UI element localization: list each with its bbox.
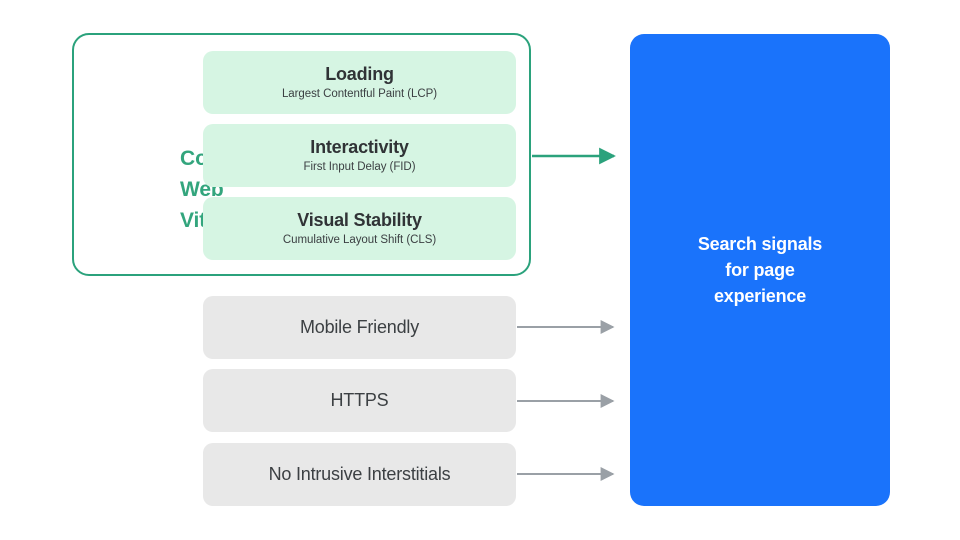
search-signals-panel-label: Search signals for page experience xyxy=(697,234,823,306)
signal-box-no-intrusive-interstitials[interactable]: No Intrusive Interstitials xyxy=(203,443,516,506)
signal-box-mobile-friendly[interactable]: Mobile Friendly xyxy=(203,296,516,359)
vital-card-loading[interactable]: Loading Largest Contentful Paint (LCP) xyxy=(203,51,516,114)
search-signals-panel[interactable]: Search signals for page experience xyxy=(630,34,890,506)
vital-card-title: Loading xyxy=(325,64,394,84)
vital-card-interactivity[interactable]: Interactivity First Input Delay (FID) xyxy=(203,124,516,187)
signal-box-label: Mobile Friendly xyxy=(299,317,420,337)
signal-box-label: No Intrusive Interstitials xyxy=(268,464,451,484)
vital-card-title: Visual Stability xyxy=(297,210,422,230)
signal-box-label: HTTPS xyxy=(330,390,389,410)
signal-box-https[interactable]: HTTPS xyxy=(203,369,516,432)
vital-card-visual-stability[interactable]: Visual Stability Cumulative Layout Shift… xyxy=(203,197,516,260)
vital-card-title: Interactivity xyxy=(310,137,409,157)
vital-card-subtitle: Cumulative Layout Shift (CLS) xyxy=(282,234,437,246)
vital-card-subtitle: First Input Delay (FID) xyxy=(303,161,416,173)
vital-card-subtitle: Largest Contentful Paint (LCP) xyxy=(281,88,438,100)
